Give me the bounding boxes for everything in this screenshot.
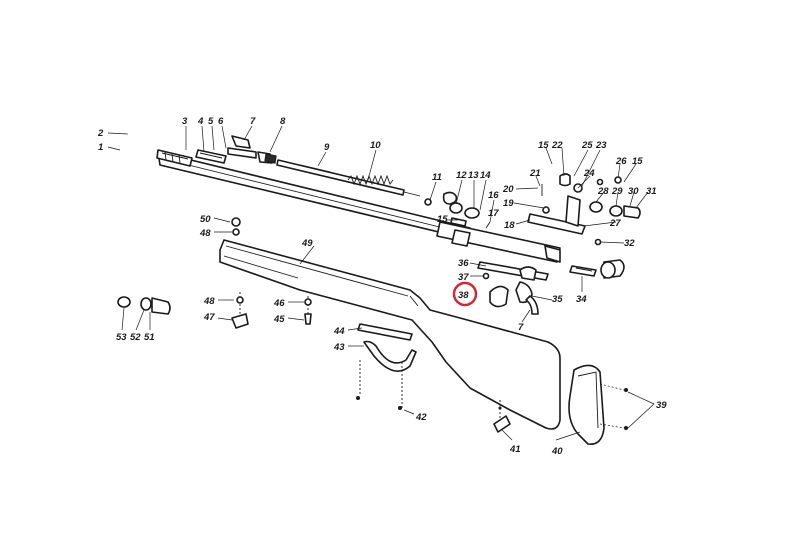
callout-15b: 15 — [538, 140, 549, 151]
small-parts-cluster — [424, 191, 491, 229]
callout-50: 50 — [200, 214, 211, 225]
callout-38: 38 — [458, 290, 469, 301]
callout-53: 53 — [116, 332, 127, 343]
barrel-assembly — [156, 149, 561, 263]
butt-screws — [599, 383, 628, 430]
callout-41: 41 — [509, 444, 521, 455]
bolt-assembly — [195, 135, 421, 197]
callout-2: 2 — [97, 128, 104, 139]
callout-4: 4 — [197, 116, 204, 127]
callout-29: 29 — [611, 186, 623, 197]
callout-48b: 48 — [199, 228, 211, 239]
callout-28: 28 — [597, 186, 609, 197]
callout-44: 44 — [333, 326, 345, 337]
callout-39: 39 — [656, 400, 667, 411]
callout-51: 51 — [144, 332, 155, 343]
callout-6: 6 — [218, 116, 224, 127]
callout-42: 42 — [415, 412, 427, 423]
butt-plate — [568, 364, 605, 445]
callout-20: 20 — [502, 184, 514, 195]
callout-13: 13 — [468, 170, 479, 181]
callout-32: 32 — [624, 238, 635, 249]
callout-30: 30 — [628, 186, 639, 197]
callout-36: 36 — [458, 258, 469, 269]
magazine-parts — [117, 296, 171, 315]
callout-48: 48 — [203, 296, 215, 307]
trigger-guard — [356, 323, 417, 410]
callout-35: 35 — [552, 294, 563, 305]
callout-1: 1 — [98, 142, 103, 153]
callout-14: 14 — [480, 170, 491, 181]
callout-15c: 15 — [632, 156, 643, 167]
callout-31: 31 — [646, 186, 657, 197]
callout-24: 24 — [583, 168, 595, 179]
rifle-stock — [219, 239, 561, 430]
callout-52: 52 — [130, 332, 141, 343]
callout-21: 21 — [529, 168, 541, 179]
callout-27: 27 — [609, 218, 621, 229]
callout-37: 37 — [458, 272, 469, 283]
callout-26: 26 — [615, 156, 627, 167]
callout-45: 45 — [273, 314, 285, 325]
rear-sling-swivel — [493, 400, 511, 433]
callout-17: 17 — [488, 208, 499, 219]
callout-labels: 1 2 3 4 5 6 7 8 9 10 11 12 13 14 15 16 1… — [97, 116, 667, 457]
callout-25: 25 — [581, 140, 593, 151]
callout-43: 43 — [333, 342, 345, 353]
callout-47: 47 — [203, 312, 215, 323]
callout-18: 18 — [504, 220, 515, 231]
callout-40: 40 — [551, 446, 563, 457]
forend-hardware — [231, 217, 312, 329]
callout-16: 16 — [488, 190, 499, 201]
callout-7b: 7 — [518, 322, 524, 333]
callout-46: 46 — [273, 298, 285, 309]
callout-5: 5 — [208, 116, 214, 127]
sight-assembly — [527, 173, 641, 235]
callout-15: 15 — [437, 214, 448, 225]
callout-10: 10 — [370, 140, 381, 151]
callout-19: 19 — [503, 198, 514, 209]
callout-49: 49 — [301, 238, 313, 249]
callout-12: 12 — [456, 170, 467, 181]
callout-9: 9 — [324, 142, 330, 153]
callout-34: 34 — [576, 294, 587, 305]
callout-23: 23 — [595, 140, 607, 151]
highlight-ring — [452, 281, 478, 307]
callout-11: 11 — [432, 172, 442, 183]
leader-lines — [107, 125, 655, 441]
callout-22: 22 — [551, 140, 563, 151]
callout-8: 8 — [280, 116, 286, 127]
callout-7: 7 — [250, 116, 256, 127]
callout-3: 3 — [182, 116, 188, 127]
